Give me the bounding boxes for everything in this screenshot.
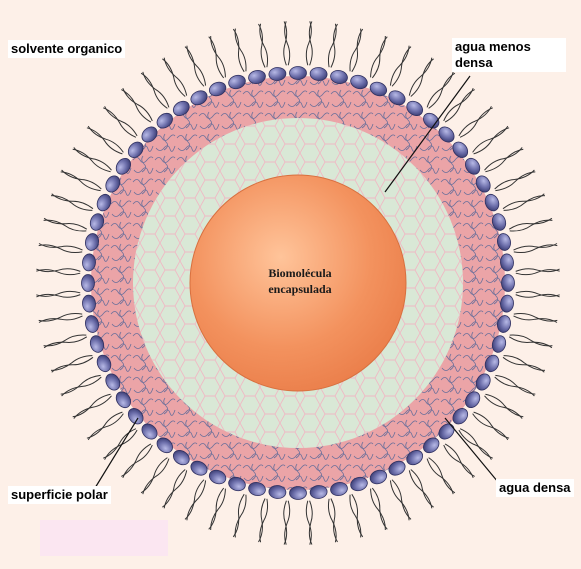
core-label-line2: encapsulada xyxy=(250,281,350,297)
label-polar-surface: superficie polar xyxy=(8,486,111,504)
label-dense-water: agua densa xyxy=(496,479,574,497)
polar-head xyxy=(290,67,307,80)
label-organic-solvent: solvente organico xyxy=(8,40,125,58)
core-label-line1: Biomolécula xyxy=(250,265,350,281)
core-label: Biomolécula encapsulada xyxy=(250,265,350,297)
polar-head xyxy=(82,275,95,292)
pink-swatch xyxy=(40,520,168,556)
label-less-dense-water: agua menos densa xyxy=(452,38,566,72)
polar-head xyxy=(502,275,515,292)
polar-head xyxy=(290,487,307,500)
